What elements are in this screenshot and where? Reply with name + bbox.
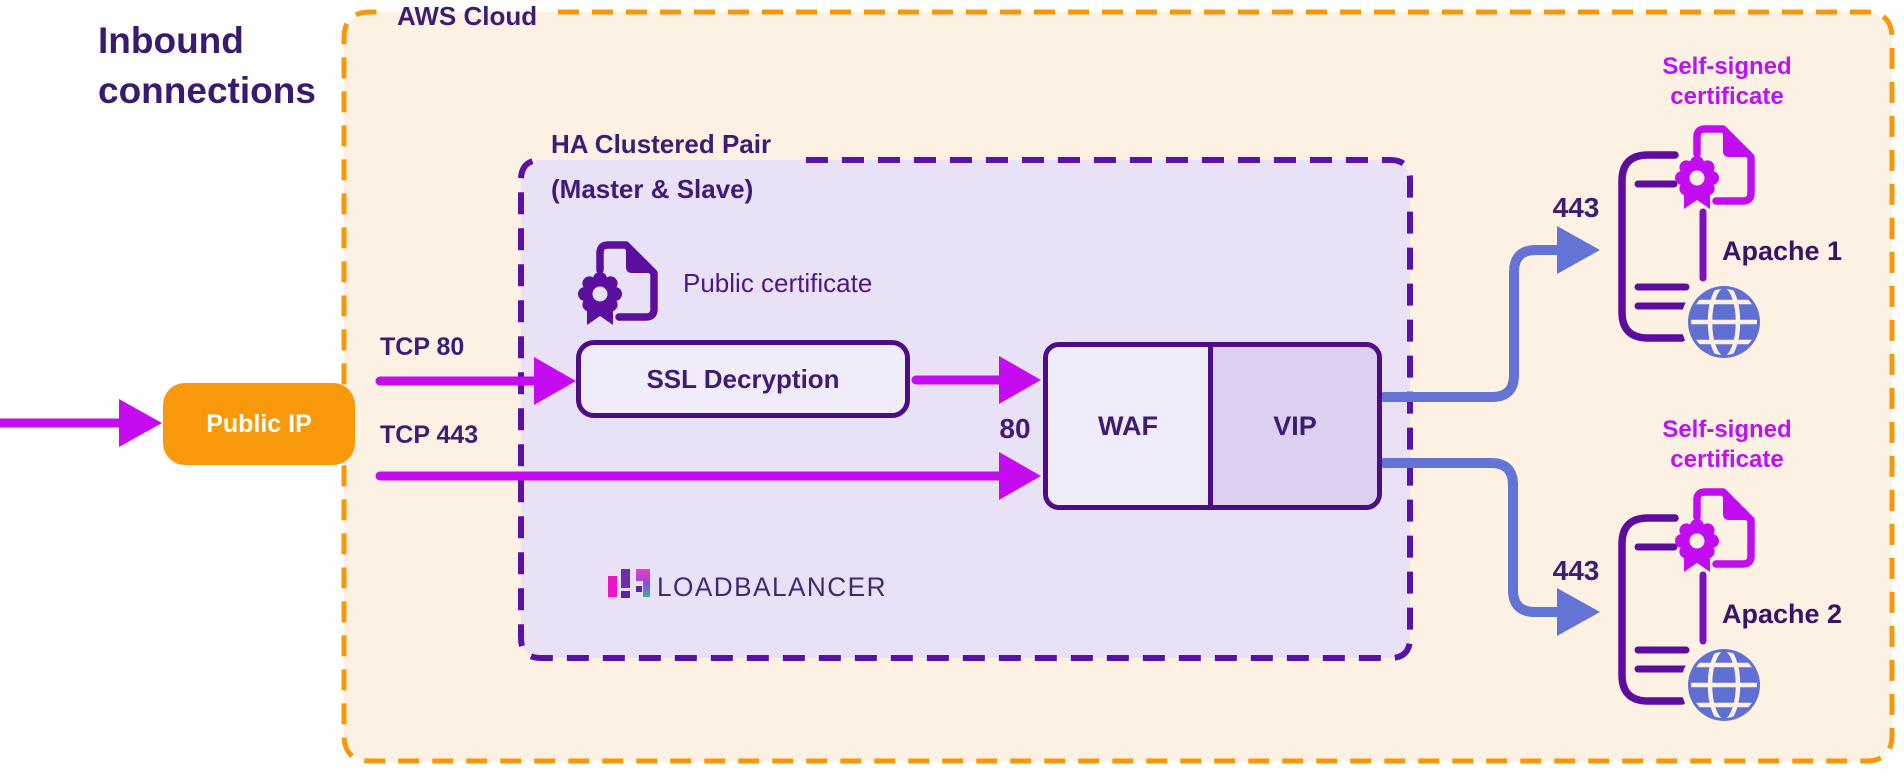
vip-cell: VIP — [1208, 347, 1377, 505]
ha-cluster-label-line1: HA Clustered Pair — [551, 129, 772, 159]
tcp80-arrowhead-icon — [534, 357, 576, 405]
apache1-label: Apache 1 — [1722, 236, 1843, 266]
loadbalancer-logo-icon — [608, 569, 650, 598]
ssl-decryption-node: SSL Decryption — [576, 340, 910, 418]
self-signed-certificate-label-2: Self-signed certificate — [1627, 415, 1827, 475]
aws-cloud-dashed-border — [341, 9, 1895, 764]
page-title: Inbound connections — [98, 16, 316, 116]
aws-cloud-label: AWS Cloud — [397, 1, 538, 31]
tcp80-port-label: TCP 80 — [380, 333, 465, 361]
waf-label: WAF — [1098, 410, 1158, 441]
self-signed-2-line2: certificate — [1670, 446, 1784, 473]
vip-label: VIP — [1273, 410, 1317, 441]
apache1-arrowhead-icon — [1557, 226, 1600, 274]
page-title-line2: connections — [98, 70, 316, 111]
port80-label: 80 — [999, 413, 1031, 444]
self-signed-2-line1: Self-signed — [1662, 416, 1792, 443]
loadbalancer-wordmark: LOADBALANCER — [657, 572, 887, 602]
ha-cluster-dashed-border — [518, 157, 1413, 661]
apache2-label: Apache 2 — [1722, 599, 1843, 629]
self-signed-1-line2: certificate — [1670, 83, 1784, 110]
tcp443-arrowhead-icon — [999, 452, 1041, 500]
waf-vip-node: WAF VIP — [1043, 342, 1382, 510]
self-signed-certificate-label-1: Self-signed certificate — [1627, 52, 1827, 112]
ssl-decryption-label: SSL Decryption — [646, 363, 840, 394]
ha-cluster-label-line2: (Master & Slave) — [551, 174, 754, 204]
apache2-arrowhead-icon — [1557, 588, 1600, 636]
port443-apache1-label: 443 — [1552, 192, 1600, 223]
port443-apache2-label: 443 — [1552, 555, 1600, 586]
vip-to-apache1-line — [1379, 245, 1562, 402]
ssl-to-waf-arrowhead-icon — [999, 356, 1041, 404]
public-certificate-label: Public certificate — [683, 268, 873, 298]
ha-cluster-label: HA Clustered Pair (Master & Slave) — [551, 122, 771, 212]
inbound-arrowhead-icon — [119, 399, 162, 447]
public-ip-node: Public IP — [163, 383, 355, 465]
tcp443-port-label: TCP 443 — [380, 421, 479, 449]
page-title-line1: Inbound — [98, 20, 244, 61]
ha-cluster-region — [521, 160, 1410, 658]
self-signed-1-line1: Self-signed — [1662, 53, 1792, 80]
waf-cell: WAF — [1048, 347, 1208, 505]
vip-to-apache2-line — [1379, 458, 1562, 617]
public-ip-label: Public IP — [206, 409, 312, 438]
